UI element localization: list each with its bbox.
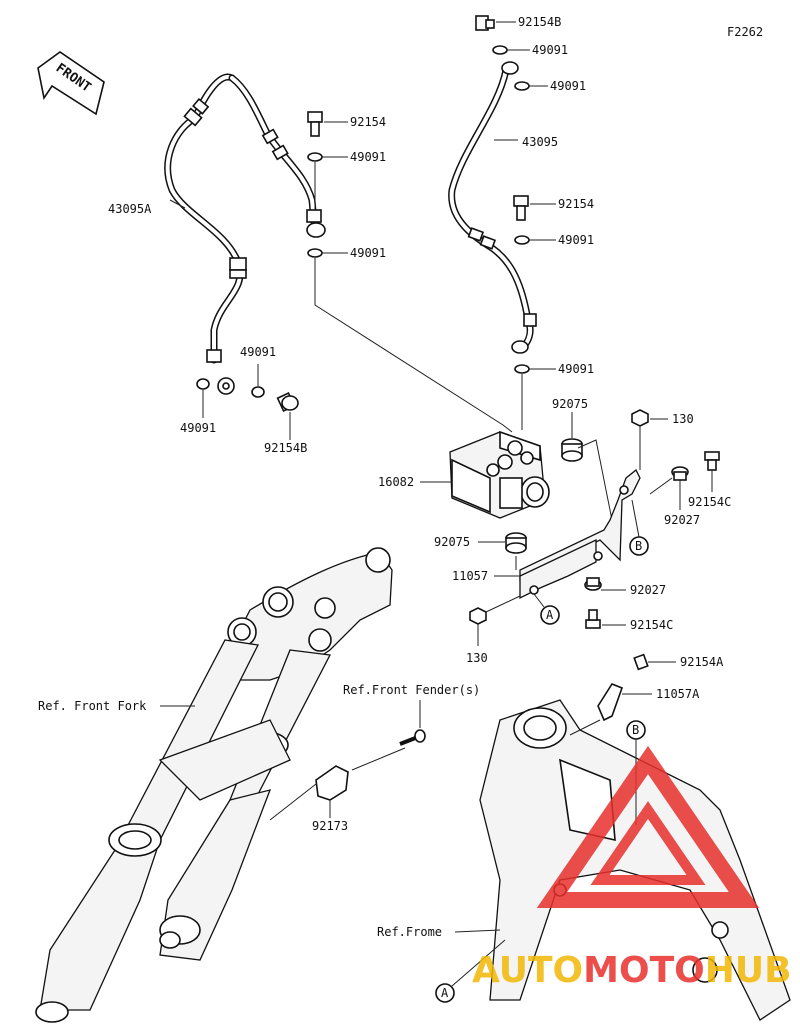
bolt-a [633, 653, 649, 671]
washer-left-1 [196, 378, 210, 390]
automotohub-logo: AUTOMOTOHUB [472, 745, 792, 991]
frame-assembly [479, 699, 791, 1021]
label-collar-top: 92027 [664, 513, 700, 527]
label-abs-unit: 16082 [378, 475, 414, 489]
washer-center-1 [307, 152, 323, 162]
label-washer-top-2: 49091 [550, 79, 586, 93]
label-hose-left: 43095A [108, 202, 152, 216]
marker-a-1-label: A [546, 608, 554, 622]
label-bracket-a: 11057A [656, 687, 700, 701]
nut-bottom [469, 607, 487, 625]
label-bolt-center: 92154 [350, 115, 386, 129]
label-bolt-left: 92154B [264, 441, 307, 455]
collar-bottom [584, 577, 602, 591]
washer-right-1 [514, 235, 530, 245]
label-grommet-bottom: 92075 [434, 535, 470, 549]
label-ref-front-fender: Ref.Front Fender(s) [343, 683, 480, 697]
label-washer-center-1: 49091 [350, 150, 386, 164]
label-washer-right-1: 49091 [558, 233, 594, 247]
label-hose-right: 43095 [522, 135, 558, 149]
label-ref-frame: Ref.Frome [377, 925, 442, 939]
label-bolt-right: 92154 [558, 197, 594, 211]
label-nut-top: 130 [672, 412, 694, 426]
bolt-top-1 [475, 15, 495, 31]
label-bolt-top-1: 92154B [518, 15, 561, 29]
svg-text:AUTOMOTOHUB: AUTOMOTOHUB [472, 950, 792, 991]
fender-bolt [399, 729, 426, 746]
bolt-left [276, 392, 299, 412]
label-clamp: 92173 [312, 819, 348, 833]
grommet-top [561, 438, 583, 462]
marker-b-1-label: B [635, 539, 642, 553]
watermark-prefix: AUTO [472, 950, 583, 991]
label-washer-right-2: 49091 [558, 362, 594, 376]
label-washer-left-2: 49091 [240, 345, 276, 359]
label-washer-left-1: 49091 [180, 421, 216, 435]
watermark-mid: MOTO [583, 950, 705, 991]
front-direction-arrow-icon: FRONT [37, 51, 105, 116]
figure-code: F2262 [727, 25, 763, 39]
bolt-right [513, 195, 529, 221]
marker-a-2 [435, 983, 455, 1003]
marker-a-2-label: A [441, 986, 449, 1000]
washer-center-2 [307, 248, 323, 258]
label-grommet-top: 92075 [552, 397, 588, 411]
bolt-c-bottom [585, 609, 601, 629]
label-nut-bottom: 130 [466, 651, 488, 665]
label-bracket: 11057 [452, 569, 488, 583]
front-fork-assembly [35, 547, 393, 1023]
nut-top [631, 409, 649, 427]
label-collar-bottom: 92027 [630, 583, 666, 597]
label-washer-center-2: 49091 [350, 246, 386, 260]
label-bolt-c-bottom: 92154C [630, 618, 673, 632]
watermark-suffix: HUB [705, 950, 792, 991]
brake-hose-43095a [164, 73, 326, 395]
clamp-92173 [315, 765, 349, 801]
washer-top-2 [514, 81, 530, 91]
label-bolt-a: 92154A [680, 655, 724, 669]
washer-left-2 [251, 386, 265, 398]
abs-hydraulic-unit [449, 430, 550, 519]
bolt-c-top [704, 451, 720, 471]
washer-right-2 [514, 364, 530, 374]
marker-a-1 [540, 605, 560, 625]
grommet-bottom [505, 532, 527, 554]
label-bolt-c-top: 92154C [688, 495, 731, 509]
washer-top-1 [492, 45, 508, 55]
brake-hose-43095 [448, 61, 537, 354]
label-ref-front-fork: Ref. Front Fork [38, 699, 147, 713]
bolt-center [307, 111, 323, 137]
bracket-a [597, 683, 624, 722]
marker-b-2-label: B [632, 723, 639, 737]
collar-top [671, 466, 689, 481]
label-washer-top-1: 49091 [532, 43, 568, 57]
bracket-11057 [519, 468, 641, 600]
